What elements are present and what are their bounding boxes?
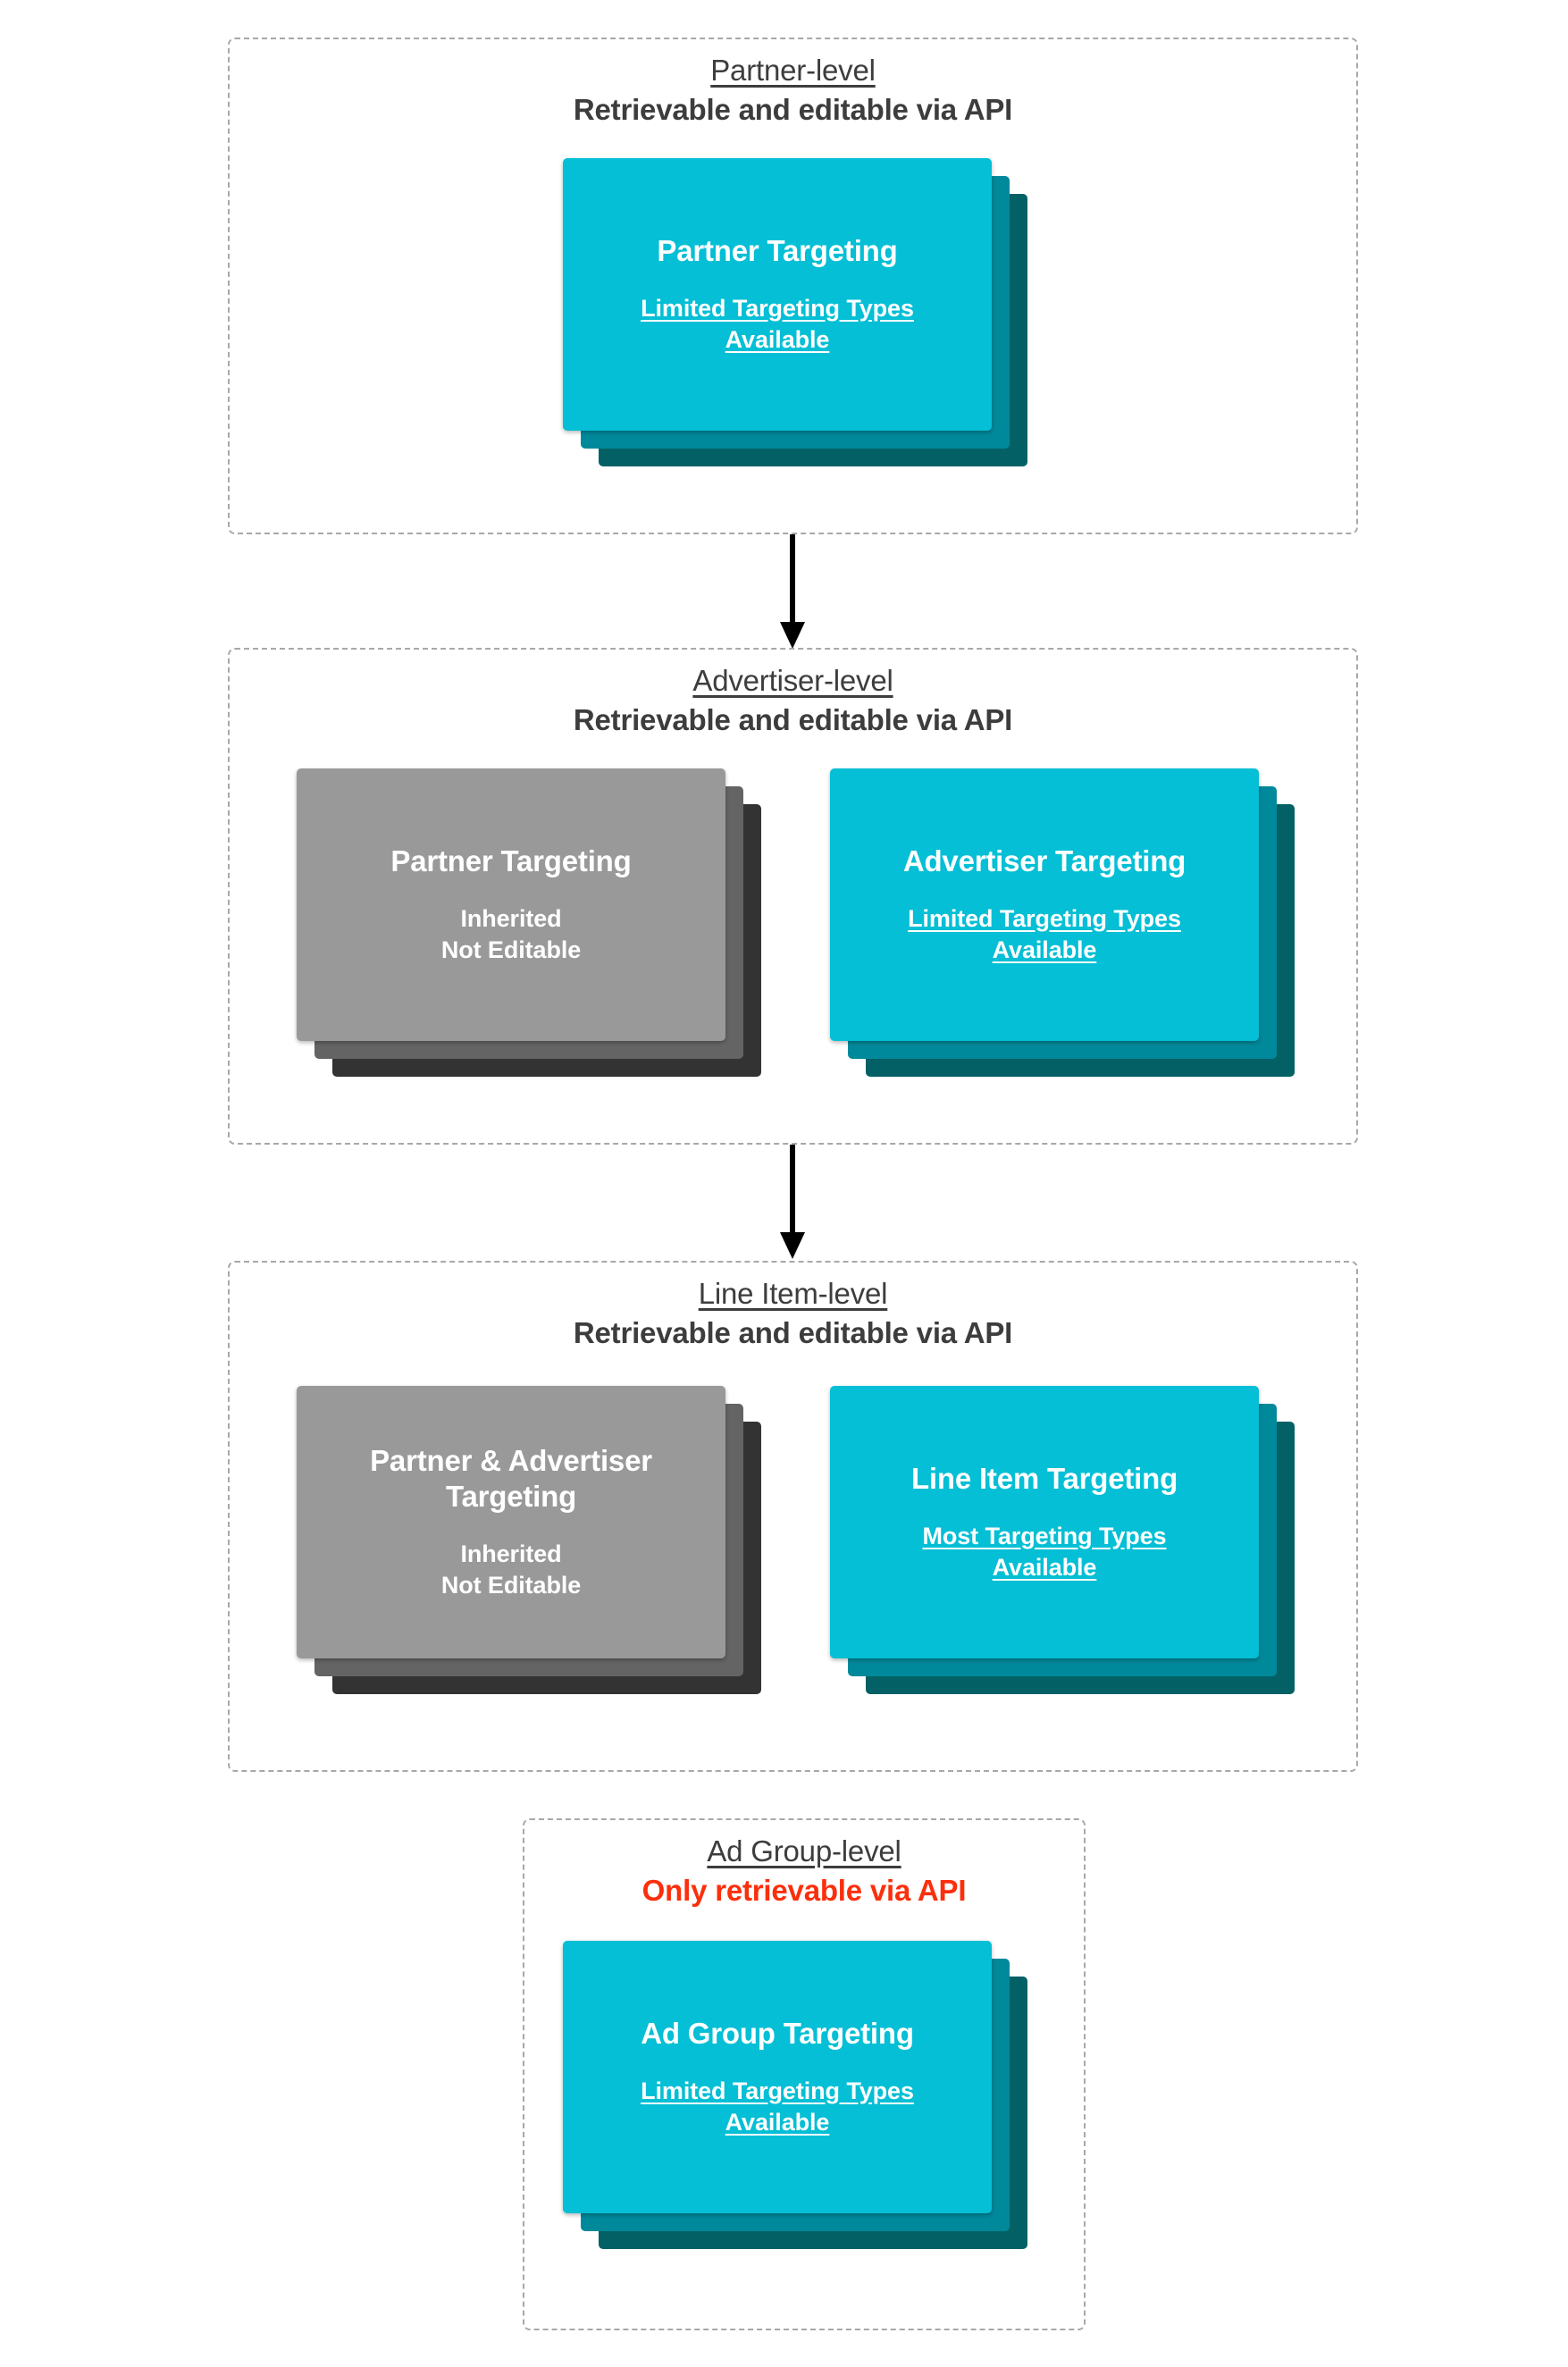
level-header-ad-group: Ad Group-level Only retrievable via API xyxy=(524,1820,1084,1909)
connector-partner-to-advertiser xyxy=(775,534,810,651)
card-stack-line-item-inherited-targeting: Partner & Advertiser Targeting Inherited… xyxy=(297,1386,761,1694)
level-access-line-item: Retrievable and editable via API xyxy=(573,1316,1013,1350)
level-name-line-item: Line Item-level xyxy=(698,1277,888,1310)
level-box-line-item: Line Item-level Retrievable and editable… xyxy=(228,1261,1358,1772)
level-name-ad-group: Ad Group-level xyxy=(707,1834,901,1868)
card-stack-partner-targeting: Partner Targeting Limited Targeting Type… xyxy=(563,158,1027,466)
card-layer-front: Partner Targeting Inherited Not Editable xyxy=(297,768,725,1041)
card-subtitle: Limited Targeting Types Available xyxy=(641,293,914,356)
card-subtitle: Limited Targeting Types Available xyxy=(908,903,1181,966)
card-subtitle-line2: Available xyxy=(725,325,830,353)
card-title: Partner Targeting xyxy=(390,844,632,878)
card-stack-ad-group-targeting: Ad Group Targeting Limited Targeting Typ… xyxy=(563,1941,1027,2249)
card-stack-line-item-targeting: Line Item Targeting Most Targeting Types… xyxy=(830,1386,1295,1694)
level-box-advertiser: Advertiser-level Retrievable and editabl… xyxy=(228,648,1358,1145)
card-title: Partner Targeting xyxy=(657,234,898,268)
card-title: Line Item Targeting xyxy=(910,1462,1178,1496)
level-header-partner: Partner-level Retrievable and editable v… xyxy=(230,39,1356,128)
card-stack-advertiser-targeting: Advertiser Targeting Limited Targeting T… xyxy=(830,768,1295,1077)
card-subtitle: Inherited Not Editable xyxy=(441,1539,581,1601)
card-stack-advertiser-partner-targeting: Partner Targeting Inherited Not Editable xyxy=(297,768,761,1077)
card-subtitle-line1: Limited Targeting Types xyxy=(641,294,914,322)
card-subtitle-line2: Not Editable xyxy=(440,1571,582,1599)
card-title: Partner & Advertiser Targeting xyxy=(370,1444,652,1514)
card-layer-front: Advertiser Targeting Limited Targeting T… xyxy=(830,768,1259,1041)
level-access-ad-group: Only retrievable via API xyxy=(641,1874,967,1908)
level-name-partner: Partner-level xyxy=(710,54,876,87)
card-subtitle-line1: Limited Targeting Types xyxy=(641,2077,914,2104)
card-subtitle-line2: Available xyxy=(992,1553,1097,1581)
card-layer-front: Ad Group Targeting Limited Targeting Typ… xyxy=(563,1941,992,2213)
card-subtitle-line2: Available xyxy=(992,936,1097,963)
card-subtitle: Most Targeting Types Available xyxy=(922,1521,1166,1583)
card-layer-front: Partner & Advertiser Targeting Inherited… xyxy=(297,1386,725,1658)
card-subtitle: Inherited Not Editable xyxy=(441,903,581,966)
card-layer-front: Partner Targeting Limited Targeting Type… xyxy=(563,158,992,431)
down-arrow-icon xyxy=(780,534,805,649)
connector-advertiser-to-line-item xyxy=(775,1145,810,1261)
card-subtitle: Limited Targeting Types Available xyxy=(641,2076,914,2138)
card-title: Ad Group Targeting xyxy=(641,2017,914,2051)
level-box-ad-group: Ad Group-level Only retrievable via API … xyxy=(523,1818,1086,2330)
card-subtitle-line1: Inherited xyxy=(460,904,562,932)
down-arrow-icon xyxy=(780,1145,805,1259)
card-subtitle-line1: Limited Targeting Types xyxy=(908,904,1181,932)
card-subtitle-line2: Available xyxy=(725,2108,830,2136)
card-subtitle-line1: Most Targeting Types xyxy=(922,1522,1167,1549)
level-box-partner: Partner-level Retrievable and editable v… xyxy=(228,38,1358,534)
level-name-advertiser: Advertiser-level xyxy=(692,664,893,697)
level-header-advertiser: Advertiser-level Retrievable and editabl… xyxy=(230,650,1356,738)
level-access-advertiser: Retrievable and editable via API xyxy=(573,703,1013,737)
level-access-partner: Retrievable and editable via API xyxy=(573,93,1013,127)
card-subtitle-line2: Not Editable xyxy=(440,936,582,963)
card-title: Advertiser Targeting xyxy=(902,844,1186,878)
card-layer-front: Line Item Targeting Most Targeting Types… xyxy=(830,1386,1259,1658)
card-subtitle-line1: Inherited xyxy=(460,1540,562,1567)
level-header-line-item: Line Item-level Retrievable and editable… xyxy=(230,1263,1356,1351)
